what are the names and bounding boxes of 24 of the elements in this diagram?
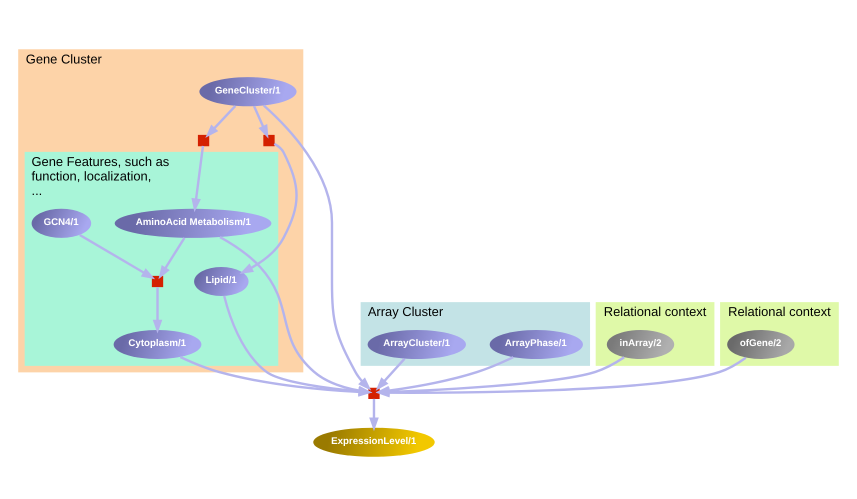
arrow: [158, 236, 186, 279]
node-box: [368, 387, 380, 399]
node-box: [152, 275, 164, 287]
node-box: [263, 134, 275, 146]
node-ellipse: GCN4/1: [32, 208, 92, 238]
arrow: [205, 104, 236, 138]
node-ellipse: GeneCluster/1: [199, 76, 297, 106]
node-ellipse: ArrayPhase/1: [490, 329, 583, 359]
arrow: [240, 142, 298, 274]
node-ellipse: AminoAcid Metabolism/1: [114, 208, 272, 238]
arrow: [369, 398, 379, 431]
node-box: [198, 134, 210, 146]
arrow: [252, 105, 268, 138]
arrow: [262, 104, 372, 390]
node-ellipse: Lipid/1: [194, 266, 249, 296]
arrow: [191, 145, 204, 212]
node-ellipse: Cytoplasm/1: [114, 329, 202, 359]
arrow: [152, 286, 162, 334]
node-ellipse: inArray/2: [606, 329, 674, 359]
node-ellipse: ofGene/2: [727, 329, 795, 359]
node-ellipse: ExpressionLevel/1: [313, 427, 435, 456]
arrow: [79, 233, 156, 279]
node-ellipse: ArrayCluster/1: [368, 329, 466, 359]
arrow: [376, 357, 406, 390]
